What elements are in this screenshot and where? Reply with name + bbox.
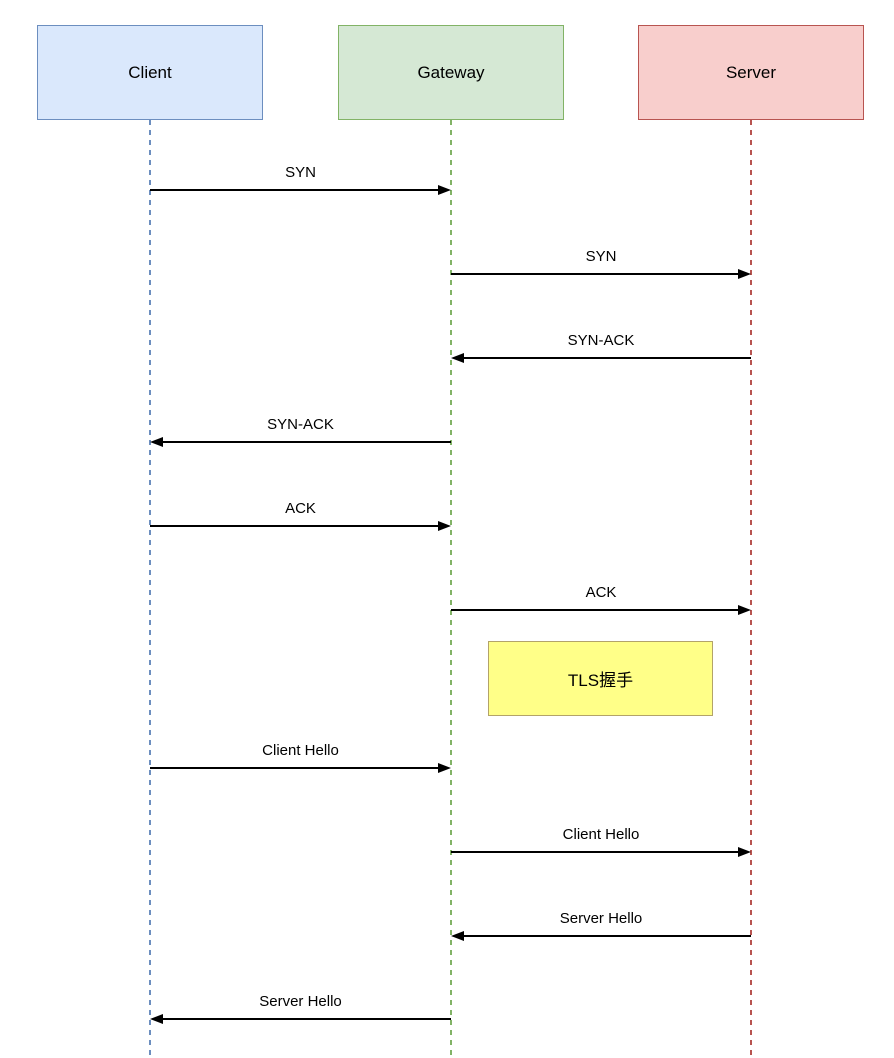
message-5-line [451, 609, 739, 611]
message-4-label: ACK [285, 500, 316, 517]
actor-client-box: Client [37, 25, 263, 120]
message-9-line [162, 1018, 451, 1020]
message-7-line [451, 851, 739, 853]
message-9-arrowhead [150, 1014, 163, 1024]
message-2-line [463, 357, 751, 359]
message-4-line [150, 525, 439, 527]
message-3-line [162, 441, 451, 443]
lifeline-client [149, 120, 151, 1058]
message-1-line [451, 273, 739, 275]
tls-handshake-note-label: TLS握手 [567, 671, 634, 690]
message-1-label: SYN [585, 248, 617, 265]
message-6-arrowhead [438, 763, 451, 773]
message-9-label: Server Hello [259, 993, 342, 1010]
message-7-arrowhead [738, 847, 751, 857]
message-2-label: SYN-ACK [567, 332, 635, 349]
message-8-arrowhead [451, 931, 464, 941]
message-8-label: Server Hello [559, 910, 643, 927]
message-0-label: SYN [285, 164, 316, 181]
message-7-label: Client Hello [562, 826, 640, 843]
actor-gateway-label: Gateway [417, 62, 485, 82]
message-2-arrowhead [451, 353, 464, 363]
lifeline-server [750, 120, 752, 1058]
lifeline-gateway [450, 120, 452, 1058]
actor-server-label: Server [725, 62, 777, 82]
message-6-line [150, 767, 439, 769]
actor-server-box: Server [638, 25, 864, 120]
actor-client-label: Client [128, 62, 172, 82]
message-6-label: Client Hello [262, 742, 339, 759]
message-5-arrowhead [738, 605, 751, 615]
tls-handshake-note: TLS握手 [488, 641, 713, 716]
message-0-line [150, 189, 439, 191]
message-3-arrowhead [150, 437, 163, 447]
message-1-arrowhead [738, 269, 751, 279]
message-4-arrowhead [438, 521, 451, 531]
message-8-line [463, 935, 751, 937]
message-0-arrowhead [438, 185, 451, 195]
actor-gateway-box: Gateway [338, 25, 564, 120]
message-3-label: SYN-ACK [267, 416, 334, 433]
message-5-label: ACK [585, 584, 617, 601]
